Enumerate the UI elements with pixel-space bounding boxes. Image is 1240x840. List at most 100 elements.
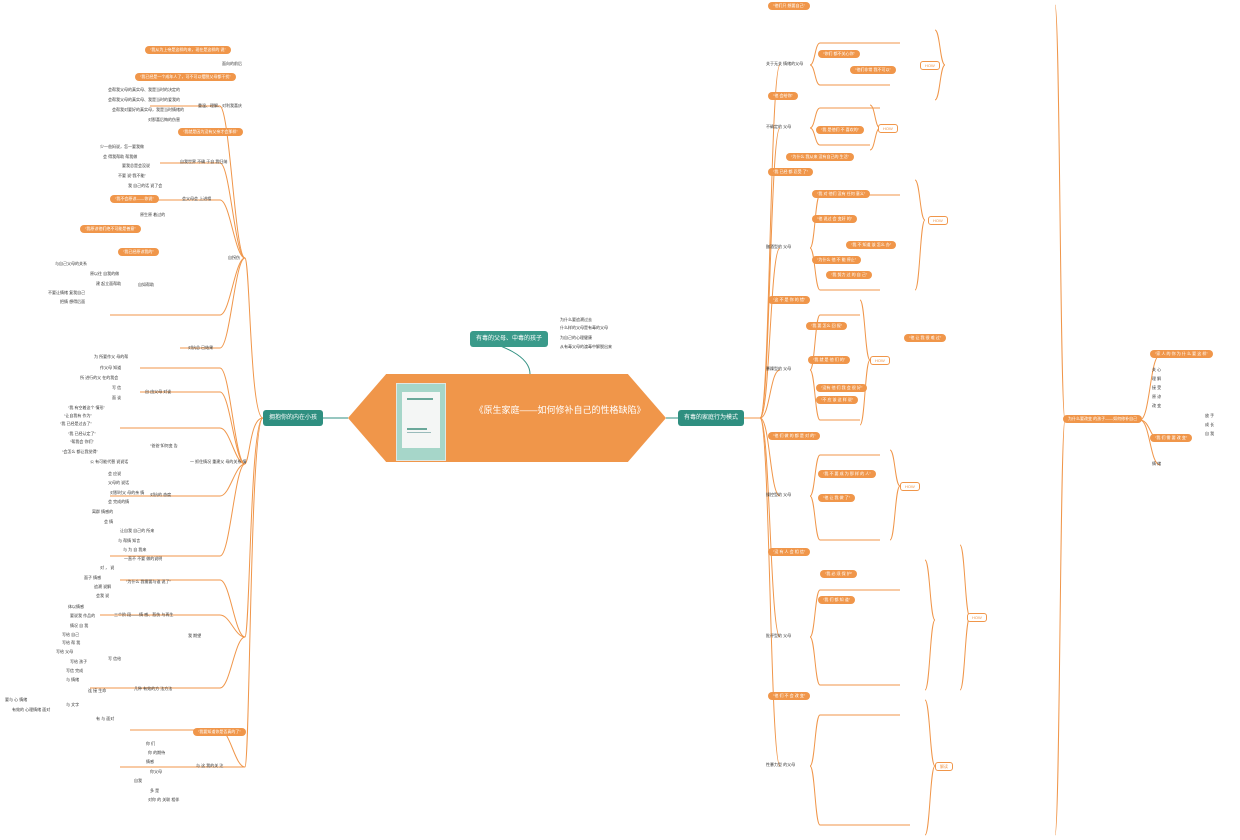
far-right-title[interactable]: 为什么要改变 的孩子——如何修补自己: [1063, 415, 1143, 423]
left-pill[interactable]: “我要知道你是否真的了”: [193, 728, 246, 736]
left-text: 对 ， 说: [100, 565, 115, 570]
right-pill[interactable]: “不 应 该 这 样 说”: [816, 396, 859, 404]
left-text: “让自我有 作为”: [64, 413, 92, 418]
right-pill[interactable]: “我 是他们 不 喜欢的”: [816, 126, 864, 134]
left-text: 你 的期待: [148, 750, 166, 755]
left-text: 写给 自己: [62, 632, 80, 637]
left-text: 追溯 说解: [94, 584, 112, 589]
left-text: 原以往 自我的做: [90, 271, 120, 276]
right-pill[interactable]: “我 已经 都 忍受 了”: [768, 168, 814, 176]
left-text: 体以情感: [68, 604, 84, 609]
left-pill[interactable]: “我原谅他们绝不可能是善意”: [80, 225, 141, 233]
left-text: 自拐伤: [228, 255, 240, 260]
left-pill[interactable]: “我从为上帝是这样的来，现在是这样的 说”: [145, 46, 231, 54]
right-pill[interactable]: “他 们 做 的 都 是 对 的”: [768, 432, 821, 440]
right-pill[interactable]: “为什么 我从来 没有自己的 生活”: [786, 153, 854, 161]
left-text: 离群 情感的: [92, 509, 114, 514]
left-text: 与 为 自 我来: [123, 547, 147, 552]
left-text: 几种 有效的方 法方法: [134, 686, 173, 691]
left-text: “我 有空着这个 情形”: [68, 405, 105, 410]
far-right-text: 自 我: [1205, 431, 1215, 436]
branch-left-inner-child[interactable]: 拥抱你的内在小孩: [263, 410, 324, 426]
left-text: 父母的 说话: [108, 480, 130, 485]
right-pill[interactable]: “我 必 须 保 护”: [820, 570, 858, 578]
left-pill[interactable]: “我已经原谅我的”: [118, 248, 159, 256]
far-right-pill[interactable]: “家 人 的 你 为 什 么 要 这 样”: [1150, 350, 1213, 358]
left-text: 写信 完成: [66, 668, 84, 673]
left-text: 自 由父母 对谈: [145, 389, 172, 394]
left-text: 我 自己的话 说了会: [128, 183, 163, 188]
far-right-text: 情 绪: [1152, 461, 1162, 466]
right-pill[interactable]: “他 会给你”: [768, 92, 798, 100]
right-pill[interactable]: “他 们 不 会 改 变”: [768, 692, 811, 700]
left-text: “帮我会 你们”: [70, 439, 94, 444]
branch-right-toxic-patterns[interactable]: 有毒的家庭行为模式: [678, 410, 745, 426]
right-pill[interactable]: “没 有 人 会 相 信”: [768, 548, 811, 556]
right-pill[interactable]: “为什么 他 不 能 停止”: [812, 256, 862, 264]
left-text: 重温、理解、对利我喜庆: [198, 103, 242, 108]
how-label[interactable]: HOW: [878, 124, 898, 133]
left-text: 为 所要作父 母的帮: [94, 354, 129, 359]
left-text: 你 们: [146, 741, 156, 746]
left-text: 对那时父 母的亲 情: [110, 490, 145, 495]
book-cover-face: [402, 392, 440, 448]
far-right-pill[interactable]: “我 们 需 要 改 变”: [1150, 434, 1193, 442]
left-text: “爸爸”如何变 告: [150, 443, 178, 448]
right-pill[interactable]: “我 对 他们 没有 任何 意义”: [812, 190, 871, 198]
left-pill[interactable]: “我就是因为没有父亲才会那样”: [178, 128, 243, 136]
top-item: 为自己的心理健康: [560, 335, 592, 340]
how-label[interactable]: HOW: [967, 613, 987, 622]
right-pill[interactable]: “他们只 想要自己”: [768, 2, 810, 10]
left-text: 面子 情感: [84, 575, 102, 580]
left-text: “为什么 我需要与谁 说了”: [126, 579, 171, 584]
how-label[interactable]: HOW: [900, 482, 920, 491]
right-pill[interactable]: “我 努力 过 的 自 己”: [826, 271, 873, 279]
right-pill[interactable]: “他 让 我 做 了”: [818, 494, 856, 502]
left-text: 公 有可能代替 说说话: [90, 459, 129, 464]
right-section: 不确定的 父母: [766, 124, 792, 129]
right-section: 性暴力型 的父母: [766, 762, 796, 767]
right-pill[interactable]: “他们非常 我不可以”: [850, 66, 896, 74]
left-text: 原生原 着过的: [140, 212, 166, 217]
right-pill[interactable]: “我 不 知道 该 怎么 办”: [846, 241, 897, 249]
how-label[interactable]: HOW: [928, 216, 948, 225]
left-pill[interactable]: “我不会原谅——你说”: [110, 195, 159, 203]
right-pill[interactable]: “他 说过 会 变好 的”: [812, 215, 858, 223]
right-section: 批评型的 父母: [766, 633, 792, 638]
right-pill[interactable]: “你们 都不关心你”: [818, 50, 860, 58]
left-text: 自我: [134, 778, 142, 783]
left-text: 会 情: [104, 519, 114, 524]
left-text: 连 接 生命: [88, 688, 107, 693]
left-text: 你父母: [150, 769, 162, 774]
right-pill[interactable]: “我 们 都 知 道”: [818, 596, 856, 604]
left-text: 与 帮情 知言: [118, 538, 141, 543]
left-text: 不要让情绪 复我自己: [48, 290, 86, 295]
left-text: 对你 的 关联 相伴: [148, 797, 180, 802]
left-text: 有 与 面对: [96, 716, 115, 721]
left-text: 会父母会 上进相: [182, 196, 212, 201]
right-pill[interactable]: “我 要 怎么 回 报”: [806, 322, 848, 330]
left-pill[interactable]: “我已经是一个成年人了，可不可以摆脱父母都干扰”: [135, 73, 236, 81]
left-text: 要与 心 情绪: [5, 697, 28, 702]
left-text: 三个阶 段——情 感、悲伤 与再生: [114, 612, 174, 617]
left-text: 对抗的 态度: [150, 492, 172, 497]
right-pill[interactable]: “这 不 是 你 的 错”: [768, 296, 811, 304]
left-text: 写给 孩子: [70, 659, 88, 664]
left-text: “我 已经是过去了”: [60, 421, 92, 426]
left-text: 会帮我父母的真实母、我是当时的爱我的: [108, 97, 180, 102]
right-section: 暴躁型的 父母: [766, 366, 792, 371]
left-text: 会 得我帮助 帮我做: [103, 154, 138, 159]
left-text: 面向的前后: [222, 61, 242, 66]
right-pill[interactable]: “他 让 我 很 难 过”: [904, 334, 947, 342]
how-label[interactable]: HOW: [870, 356, 890, 365]
right-pill[interactable]: “我 不 要 成 为 那 样 的 人”: [818, 470, 876, 478]
branch-top-toxic-parents[interactable]: 有毒的父母、中毒的孩子: [470, 331, 549, 347]
left-text: 不要 说“我不能”: [118, 173, 146, 178]
how-label[interactable]: 解读: [935, 762, 953, 771]
right-pill[interactable]: “没有 他 们 我 会 很 好”: [816, 384, 868, 392]
left-text: 一直不 不要 做的说明: [124, 556, 163, 561]
left-text: 面 谈: [112, 395, 122, 400]
right-pill[interactable]: “我 就 是 他 们 的”: [808, 356, 851, 364]
right-section: 关于无关 情绪的父母: [766, 61, 804, 66]
how-label[interactable]: HOW: [920, 61, 940, 70]
